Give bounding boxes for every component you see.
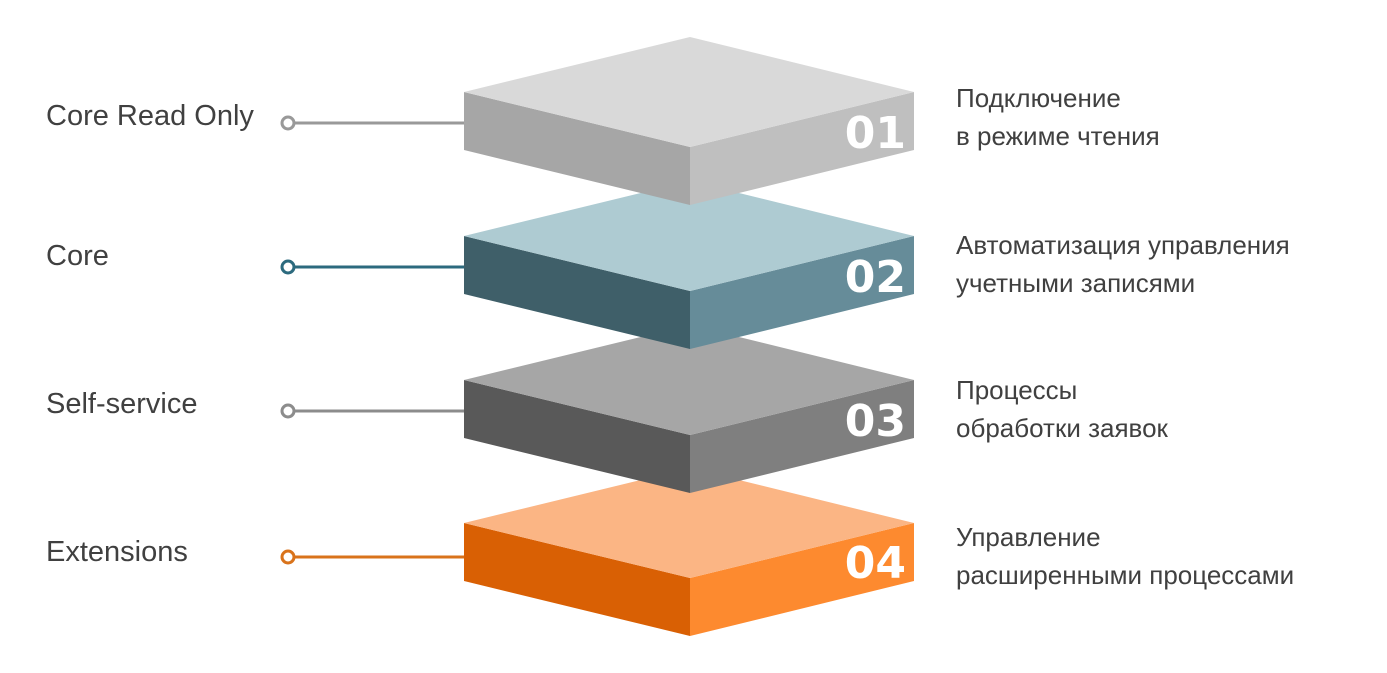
layer-01-description-line1: Подключение <box>956 83 1121 113</box>
layer-02-description-line1: Автоматизация управления <box>956 230 1290 260</box>
layer-03-left-face <box>464 380 690 493</box>
layer-01-left-face <box>464 92 690 205</box>
layer-02-level-label: Core <box>46 240 109 272</box>
layer-03-connector-dot <box>280 403 296 419</box>
layer-03-right-face <box>690 380 914 493</box>
layer-03-number: 03 <box>845 396 906 447</box>
layer-01-right-face <box>690 92 914 205</box>
layer-01-level-label: Core Read Only <box>46 100 254 132</box>
layer-02-left-face <box>464 236 690 349</box>
layer-01-top-face <box>464 37 914 147</box>
layer-01-description: Подключение в режиме чтения <box>956 79 1160 155</box>
layer-02-right-face <box>690 236 914 349</box>
layer-02: 02 <box>280 181 914 349</box>
layer-04-level-label: Extensions <box>46 536 188 568</box>
layer-02-description: Автоматизация управления учетными запися… <box>956 226 1290 302</box>
layer-03-description-line1: Процессы <box>956 375 1078 405</box>
layer-04-top-face <box>464 468 914 578</box>
layer-01-number: 01 <box>845 108 906 159</box>
layer-04: 04 <box>280 468 914 636</box>
layer-02-number: 02 <box>845 252 906 303</box>
layer-03-description: Процессы обработки заявок <box>956 371 1168 447</box>
layer-04-left-face <box>464 523 690 636</box>
layer-03: 03 <box>280 325 914 493</box>
layer-03-top-face <box>464 325 914 435</box>
layer-02-connector-dot <box>280 259 296 275</box>
layer-04-number: 04 <box>845 538 906 589</box>
layer-02-top-face <box>464 181 914 291</box>
layer-04-description-line2: расширенными процессами <box>956 560 1295 590</box>
layer-04-description-line1: Управление <box>956 522 1101 552</box>
layer-01-connector-dot <box>280 115 296 131</box>
layer-04-description: Управление расширенными процессами <box>956 518 1294 594</box>
layer-02-description-line2: учетными записями <box>956 268 1196 298</box>
layer-04-connector-dot <box>280 549 296 565</box>
layer-04-right-face <box>690 523 914 636</box>
layer-01: 01 <box>280 37 914 205</box>
layer-03-level-label: Self-service <box>46 388 198 420</box>
layer-01-description-line2: в режиме чтения <box>956 121 1160 151</box>
layer-03-description-line2: обработки заявок <box>956 413 1168 443</box>
